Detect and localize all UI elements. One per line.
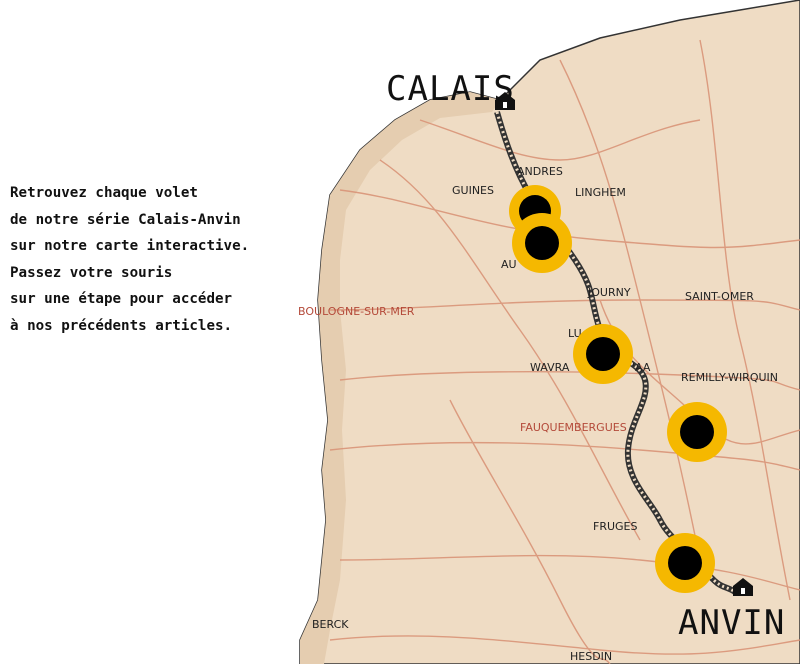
stop-marker-fruges[interactable] bbox=[655, 533, 715, 593]
town-guines: GUINES bbox=[452, 184, 494, 197]
calais-station-icon bbox=[495, 92, 515, 110]
intro-text: Retrouvez chaque volet de notre série Ca… bbox=[10, 180, 310, 339]
intro-line: sur notre carte interactive. bbox=[10, 238, 250, 254]
town-anvin: ANVIN bbox=[678, 603, 785, 643]
town-fruges: FRUGES bbox=[593, 520, 637, 533]
town-journy: JOURNY bbox=[587, 286, 631, 299]
town-lumbres: LU bbox=[568, 327, 582, 340]
town-wavrans: WAVRA bbox=[530, 361, 570, 374]
intro-line: Passez votre souris bbox=[10, 264, 173, 281]
town-saint-omer: SAINT-OMER bbox=[685, 290, 754, 303]
anvin-station-icon bbox=[733, 578, 753, 596]
town-berck: BERCK bbox=[312, 618, 349, 631]
stop-marker-remilly[interactable] bbox=[667, 402, 727, 462]
town-boulogne: BOULOGNE-SUR-MER bbox=[298, 305, 415, 318]
town-calais: CALAIS bbox=[386, 69, 515, 109]
town-andres: ANDRES bbox=[517, 165, 563, 178]
intro-line: sur une étape pour accéder bbox=[10, 291, 233, 307]
coast-sand bbox=[300, 92, 500, 664]
intro-line: Retrouvez chaque volet bbox=[10, 185, 198, 201]
intro-line: à nos précédents articles. bbox=[10, 317, 233, 334]
town-audrehem: AU bbox=[501, 258, 517, 271]
town-wavrans-suffix: 'AA bbox=[632, 361, 651, 374]
town-remilly: REMILLY-WIRQUIN bbox=[681, 371, 778, 384]
stop-marker-audrehem[interactable] bbox=[512, 213, 572, 273]
town-alinghem: LINGHEM bbox=[575, 186, 626, 199]
intro-line: de notre série Calais-Anvin bbox=[10, 211, 241, 228]
stop-marker-lumbres[interactable] bbox=[573, 324, 633, 384]
town-fauquembergues: FAUQUEMBERGUES bbox=[520, 421, 627, 434]
town-hesdin: HESDIN bbox=[570, 650, 612, 663]
